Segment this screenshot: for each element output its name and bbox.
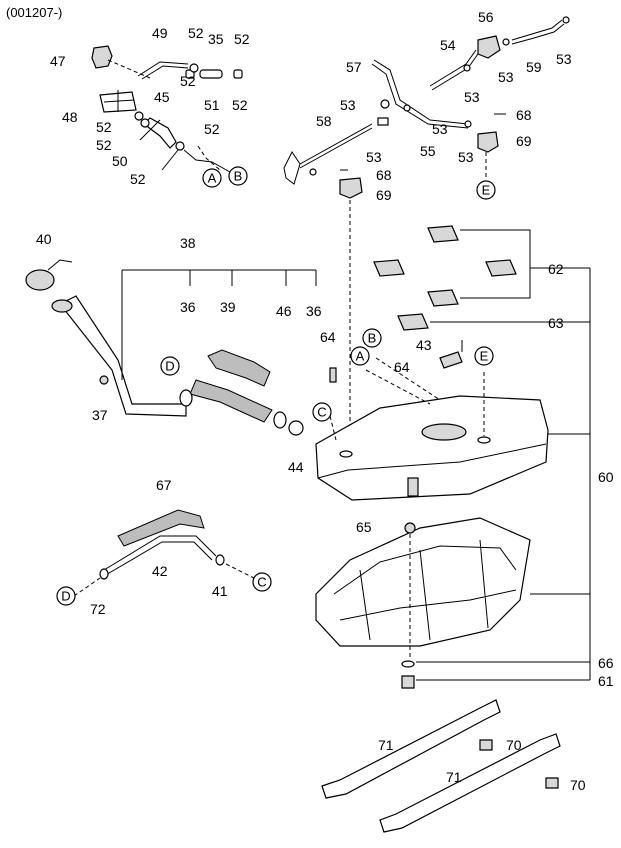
part-number: 71 bbox=[378, 737, 394, 753]
part-number: 52 bbox=[188, 25, 204, 41]
part-number: 56 bbox=[478, 9, 494, 25]
connector-label: A bbox=[208, 171, 217, 186]
part-number: 37 bbox=[92, 407, 108, 423]
part-number: 42 bbox=[152, 563, 168, 579]
part-number: 69 bbox=[516, 133, 532, 149]
part-number: 70 bbox=[570, 777, 586, 793]
part-number: 63 bbox=[548, 315, 564, 331]
part-number: 55 bbox=[420, 143, 436, 159]
part-number: 64 bbox=[320, 329, 336, 345]
part-number: 68 bbox=[376, 167, 392, 183]
connector-label: B bbox=[368, 331, 377, 346]
part-number: 41 bbox=[212, 583, 228, 599]
part-number: 64 bbox=[394, 359, 410, 375]
part-number: 60 bbox=[598, 469, 614, 485]
part-number: 52 bbox=[232, 97, 248, 113]
part-number: 65 bbox=[356, 519, 372, 535]
part-number: 51 bbox=[204, 97, 220, 113]
part-number: 36 bbox=[180, 299, 196, 315]
part-number: 47 bbox=[50, 53, 66, 69]
part-number: 61 bbox=[598, 673, 614, 689]
diagram-code: (001207-) bbox=[6, 5, 63, 20]
part-number: 68 bbox=[516, 107, 532, 123]
part-number: 52 bbox=[204, 121, 220, 137]
part-number: 71 bbox=[446, 769, 462, 785]
part-number: 40 bbox=[36, 231, 52, 247]
part-number: 50 bbox=[112, 153, 128, 169]
part-number: 53 bbox=[556, 51, 572, 67]
filler-neck-group bbox=[25, 259, 317, 436]
part-number: 67 bbox=[156, 477, 172, 493]
part-number: 62 bbox=[548, 261, 564, 277]
part-number: 72 bbox=[90, 601, 106, 617]
part-number: 43 bbox=[416, 337, 432, 353]
connector-label: B bbox=[234, 169, 243, 184]
tank-guard bbox=[315, 517, 531, 689]
part-number: 52 bbox=[96, 137, 112, 153]
vent-pipe-group bbox=[283, 16, 570, 450]
part-number: 52 bbox=[96, 119, 112, 135]
part-number: 53 bbox=[366, 149, 382, 165]
part-number: 52 bbox=[234, 31, 250, 47]
part-number: 57 bbox=[346, 59, 362, 75]
part-number: 46 bbox=[276, 303, 292, 319]
connector-label: A bbox=[356, 349, 365, 364]
part-labels: 49 52 35 52 47 52 45 51 52 48 52 52 52 5… bbox=[36, 9, 614, 793]
part-number: 58 bbox=[316, 113, 332, 129]
part-number: 44 bbox=[288, 459, 304, 475]
part-number: 66 bbox=[598, 655, 614, 671]
vapor-line-group bbox=[91, 45, 243, 173]
part-number: 59 bbox=[526, 59, 542, 75]
part-number: 39 bbox=[220, 299, 236, 315]
part-number: 52 bbox=[130, 171, 146, 187]
part-number: 48 bbox=[62, 109, 78, 125]
part-number: 45 bbox=[154, 89, 170, 105]
breather-hose-group bbox=[73, 509, 255, 597]
part-number: 38 bbox=[180, 235, 196, 251]
part-number: 70 bbox=[506, 737, 522, 753]
connector-label: D bbox=[165, 359, 174, 374]
connector-label: C bbox=[257, 575, 266, 590]
part-number: 53 bbox=[340, 97, 356, 113]
part-number: 53 bbox=[458, 149, 474, 165]
fuel-tank bbox=[315, 225, 549, 501]
part-number: 36 bbox=[306, 303, 322, 319]
assembly-brackets bbox=[416, 229, 591, 681]
part-number: 53 bbox=[498, 69, 514, 85]
connector-label: D bbox=[61, 589, 70, 604]
part-number: 35 bbox=[208, 31, 224, 47]
tank-straps bbox=[321, 699, 561, 833]
connector-label: C bbox=[317, 405, 326, 420]
connector-label: E bbox=[480, 349, 489, 364]
part-number: 49 bbox=[152, 25, 168, 41]
connector-markers: A B E D B A E C C D bbox=[56, 166, 496, 606]
part-number: 69 bbox=[376, 187, 392, 203]
part-number: 52 bbox=[180, 73, 196, 89]
part-number: 53 bbox=[432, 121, 448, 137]
connector-label: E bbox=[482, 183, 491, 198]
part-number: 53 bbox=[464, 89, 480, 105]
part-number: 54 bbox=[440, 37, 456, 53]
